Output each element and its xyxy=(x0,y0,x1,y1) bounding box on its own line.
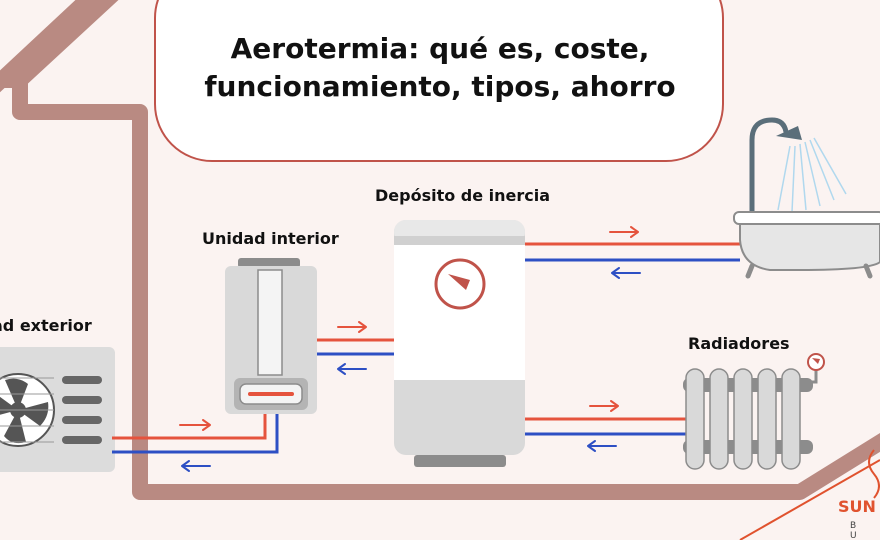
label-outdoor-unit: ad exterior xyxy=(0,316,92,335)
brand-logo-icon xyxy=(868,449,880,499)
outdoor-unit xyxy=(0,347,115,472)
flow-arrow-icon xyxy=(337,363,367,375)
radiator-icon xyxy=(683,353,825,470)
cold-pipe-outdoor xyxy=(112,412,279,454)
flow-arrow-icon xyxy=(587,440,617,452)
gauge-icon xyxy=(807,353,825,371)
house-outline xyxy=(0,0,880,500)
label-radiators: Radiadores xyxy=(688,334,790,353)
flow-arrow-icon xyxy=(337,321,367,333)
flow-arrow-icon xyxy=(181,460,211,472)
shower-icon xyxy=(749,117,847,227)
label-buffer-tank: Depósito de inercia xyxy=(375,186,551,205)
buffer-tank xyxy=(394,220,525,467)
page-title: Aerotermia: qué es, coste, funcionamient… xyxy=(204,32,676,103)
house-roof xyxy=(0,0,99,93)
flow-arrow-icon xyxy=(589,400,619,412)
flow-arrow-icon xyxy=(611,267,641,279)
hot-pipe-outdoor xyxy=(112,412,267,440)
flow-arrows xyxy=(179,226,641,472)
flow-arrow-icon xyxy=(609,226,639,238)
label-indoor-unit: Unidad interior xyxy=(202,229,339,248)
brand-name: SUN xyxy=(838,497,876,516)
gauge-icon xyxy=(434,258,486,310)
bathtub-icon xyxy=(733,211,880,279)
brand-accent-line xyxy=(739,459,880,540)
flow-arrow-icon xyxy=(179,419,211,431)
fan-icon xyxy=(0,373,55,447)
brand-subtitle: B U xyxy=(850,521,863,540)
indoor-unit xyxy=(225,258,317,414)
title-box xyxy=(154,0,724,162)
